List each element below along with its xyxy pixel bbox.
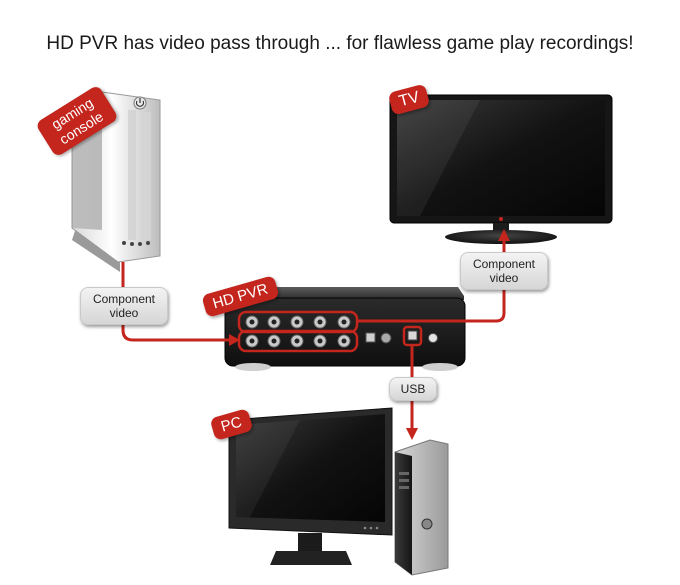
diagram-title: HD PVR has video pass through ... for fl… (46, 33, 634, 54)
pc-label-text: PC (219, 413, 244, 436)
tv-screen (397, 100, 605, 216)
cable-hdpvr-to-tv (357, 238, 506, 323)
monitor-screen (236, 414, 385, 522)
power-jack (428, 333, 438, 343)
audio-port (380, 332, 392, 344)
tv (389, 94, 613, 244)
usb-cable-label-text: USB (400, 382, 426, 396)
cable-console-to-hdpvr (121, 262, 232, 342)
usb-port (407, 330, 418, 341)
tv-label-text: TV (397, 88, 422, 111)
console-cable-label-text: Component video (92, 292, 156, 320)
pc-tower (394, 439, 449, 576)
component-input-jacks (237, 329, 359, 353)
monitor-stand (270, 551, 352, 565)
optical-port (365, 332, 376, 343)
tower-power-button (421, 518, 433, 530)
tower-front-panel (395, 452, 412, 575)
pc-monitor (228, 407, 393, 565)
tv-cable-label: Component video (460, 252, 548, 290)
tv-cable-label-text: Component video (472, 257, 536, 285)
console-cable-label: Component video (80, 287, 168, 325)
usb-cable-label: USB (389, 377, 437, 401)
